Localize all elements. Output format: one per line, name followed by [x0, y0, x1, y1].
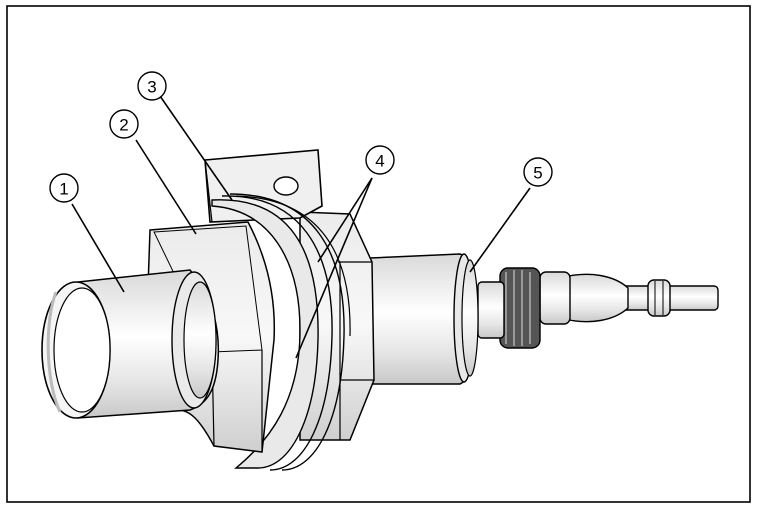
leader-line-5 — [469, 187, 531, 273]
callout-circle — [365, 145, 395, 175]
callout-circle — [109, 109, 139, 139]
leader-line-1 — [71, 203, 125, 293]
callout-4: 4 — [365, 145, 395, 175]
leader-line-2 — [135, 139, 197, 235]
callout-circle — [49, 173, 79, 203]
cable-gland — [477, 267, 571, 349]
callout-2-label: 2 — [119, 116, 128, 135]
leader-line-4a — [317, 177, 373, 263]
callout-2: 2 — [109, 109, 139, 139]
callout-5: 5 — [523, 157, 553, 187]
rear-housing — [369, 253, 479, 385]
callout-1-label: 1 — [59, 180, 68, 199]
callout-4-label: 4 — [375, 152, 384, 171]
washers — [211, 193, 351, 471]
leader-line-3 — [159, 95, 233, 201]
sensor-face — [41, 281, 111, 419]
callout-circle — [137, 71, 167, 101]
leader-line-4b — [295, 177, 373, 359]
figure-frame — [6, 5, 751, 503]
rear-hex-nut — [299, 211, 375, 441]
callout-3-label: 3 — [147, 78, 156, 97]
callout-circle — [523, 157, 553, 187]
cable — [559, 273, 719, 323]
leader-lines — [71, 95, 531, 359]
callout-5-label: 5 — [533, 164, 542, 183]
sensor-cylinder — [77, 269, 220, 419]
callout-3: 3 — [137, 71, 167, 101]
callout-1: 1 — [49, 173, 79, 203]
